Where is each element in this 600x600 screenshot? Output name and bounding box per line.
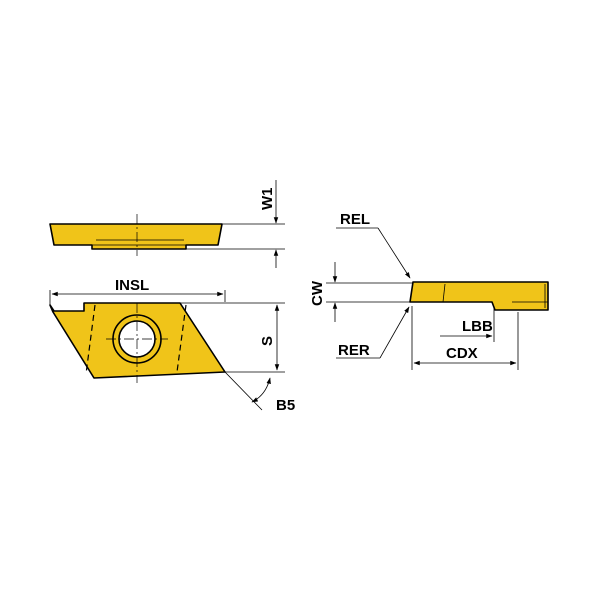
b5-ext-line <box>224 371 263 411</box>
insl-label: INSL <box>115 277 149 294</box>
cw-label: CW <box>309 280 326 306</box>
cdx-label: CDX <box>446 345 478 362</box>
hidden-edge-left <box>85 304 96 375</box>
b5-label: B5 <box>276 397 295 414</box>
rer-leader-arrow <box>379 306 410 359</box>
b5-angle-arc <box>251 377 271 403</box>
w1-label: W1 <box>259 188 276 211</box>
insert-top-view: INSL S B5 <box>49 277 295 414</box>
lbb-label: LBB <box>462 318 493 335</box>
rer-label: RER <box>338 342 370 359</box>
cutting-edge-inner-line <box>442 283 446 303</box>
hidden-edge-right <box>176 304 187 373</box>
s-label: S <box>259 336 276 346</box>
insert-side-view: W1 <box>49 180 285 268</box>
cutting-edge-detail-view: CW REL RER LBB CDX <box>309 211 549 370</box>
rel-label: REL <box>340 211 370 228</box>
cutting-edge-body <box>409 281 549 311</box>
rel-leader-arrow <box>377 227 411 279</box>
